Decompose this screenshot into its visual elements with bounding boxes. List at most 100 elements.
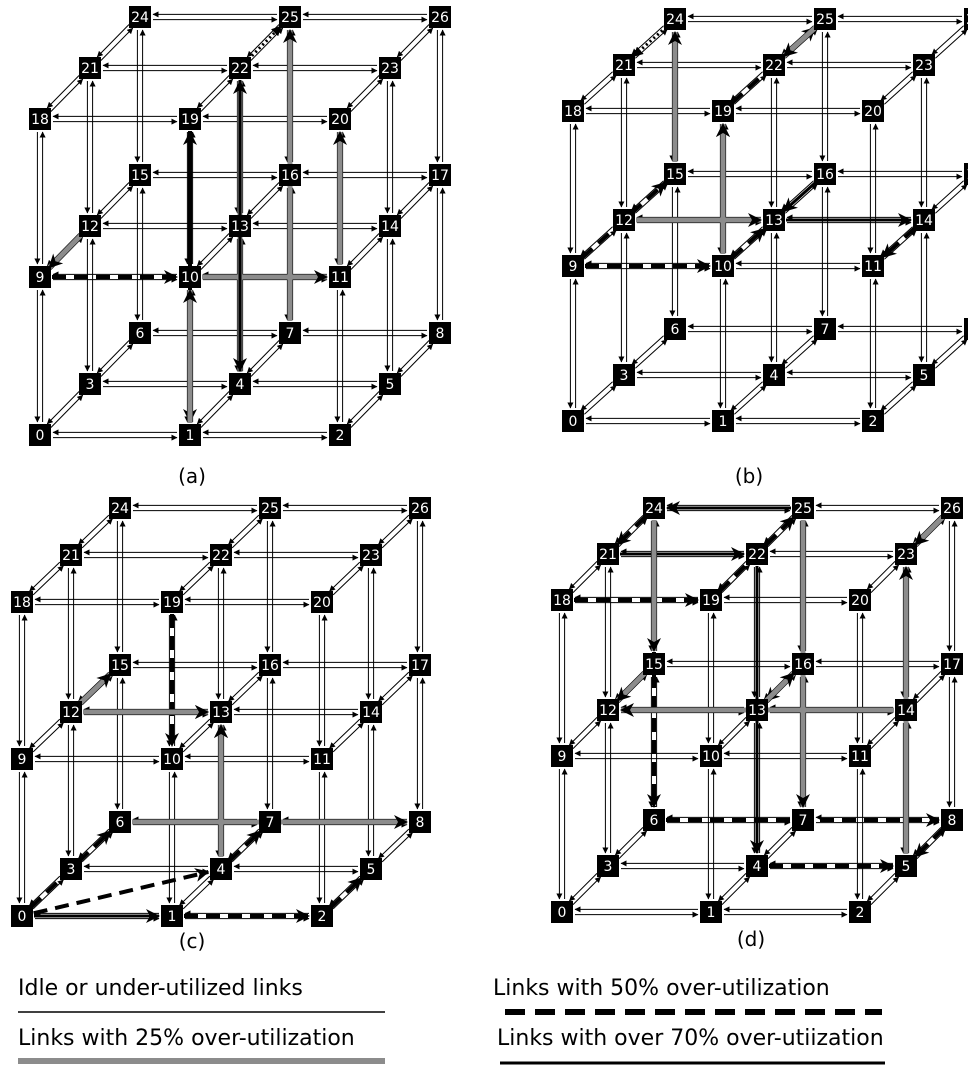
node-label: 23 [362, 548, 380, 564]
node-4: 4 [746, 855, 768, 877]
node-label: 11 [864, 259, 882, 275]
node-22: 22 [746, 543, 768, 565]
grid-link [180, 562, 210, 591]
grid-link [734, 386, 766, 415]
node-label: 15 [666, 167, 684, 183]
highlighted-link-50 [331, 878, 362, 908]
legend-item-50: Links with 50% over-utilization [493, 976, 882, 1012]
node-15: 15 [129, 164, 151, 186]
highlighted-link-50 [915, 828, 943, 856]
grid-link [51, 79, 83, 111]
node-3: 3 [79, 373, 101, 395]
grid-link [569, 561, 597, 589]
node-24: 24 [643, 497, 665, 519]
grid-link [379, 672, 409, 701]
node-2: 2 [329, 424, 351, 446]
node-label: 10 [163, 752, 181, 768]
grid-link [401, 344, 433, 376]
node-23: 23 [379, 57, 401, 79]
highlighted-link-25 [784, 27, 816, 56]
node-label: 22 [231, 61, 249, 77]
node-17: 17 [941, 653, 963, 675]
grid-link [382, 676, 412, 705]
node-3: 3 [597, 855, 619, 877]
grid-link [97, 182, 129, 214]
node-label: 9 [36, 270, 45, 286]
node-8: 8 [941, 809, 963, 831]
node-label: 25 [281, 10, 299, 26]
highlighted-link-50 [732, 229, 764, 258]
grid-link [884, 76, 916, 105]
grid-link [581, 227, 613, 256]
node-label: 25 [261, 501, 279, 517]
grid-link [722, 877, 750, 905]
node-4: 4 [229, 373, 251, 395]
node-label: 23 [915, 58, 933, 74]
node-25: 25 [259, 497, 281, 519]
node-label: 1 [719, 414, 728, 430]
grid-link [764, 827, 792, 855]
node-8: 8 [429, 322, 451, 344]
grid-link [82, 833, 112, 862]
grid-link [333, 723, 363, 752]
node-label: 8 [948, 813, 957, 829]
grid-link [251, 28, 283, 60]
node-14: 14 [360, 701, 382, 723]
node-15: 15 [664, 163, 686, 185]
grid-link [768, 831, 796, 859]
node-label: 24 [131, 10, 149, 26]
node-10: 10 [161, 748, 183, 770]
node-label: 6 [671, 322, 680, 338]
node-2: 2 [311, 905, 333, 927]
node-12: 12 [613, 209, 635, 231]
node-label: 12 [615, 213, 633, 229]
node-label: 5 [902, 859, 911, 875]
grid-link [79, 515, 109, 544]
node-25: 25 [814, 8, 836, 30]
grid-link [581, 382, 613, 411]
node-label: 19 [714, 104, 732, 120]
node-6: 6 [109, 811, 131, 833]
node-label: 14 [897, 703, 915, 719]
grid-link [913, 671, 941, 699]
grid-link [79, 672, 109, 701]
panel-b: 0123456789101112131415161718192021222324… [562, 8, 968, 488]
node-14: 14 [379, 215, 401, 237]
highlighted-link-25 [617, 672, 645, 700]
node-label: 20 [313, 595, 331, 611]
node-label: 20 [851, 593, 869, 609]
grid-link [201, 395, 233, 427]
node-label: 19 [702, 593, 720, 609]
node-14: 14 [895, 699, 917, 721]
grid-link [30, 876, 60, 905]
grid-link [768, 675, 796, 703]
node-label: 1 [186, 428, 195, 444]
grid-link [573, 877, 601, 905]
legend-item-idle: Idle or under-utilized links [18, 976, 385, 1012]
grid-link [935, 30, 967, 59]
node-label: 0 [569, 414, 578, 430]
grid-link [351, 79, 383, 111]
grid-link [785, 340, 817, 369]
node-19: 19 [712, 100, 734, 122]
node-label: 1 [168, 909, 177, 925]
grid-link [581, 72, 613, 101]
legend-item-70: Links with over 70% over-utiization [497, 1026, 885, 1063]
grid-link [333, 880, 363, 909]
grid-link [619, 519, 647, 547]
node-label: 4 [236, 377, 245, 393]
node-label: 15 [131, 168, 149, 184]
node-15: 15 [109, 654, 131, 676]
grid-link [97, 340, 129, 372]
node-label: 2 [869, 414, 878, 430]
node-label: 19 [163, 595, 181, 611]
grid-link [330, 876, 360, 905]
grid-link [101, 28, 133, 60]
node-22: 22 [229, 57, 251, 79]
node-4: 4 [210, 858, 232, 880]
grid-link [932, 181, 964, 210]
node-8: 8 [964, 318, 968, 340]
grid-link [917, 675, 945, 703]
panel-c-caption: (c) [179, 929, 206, 953]
